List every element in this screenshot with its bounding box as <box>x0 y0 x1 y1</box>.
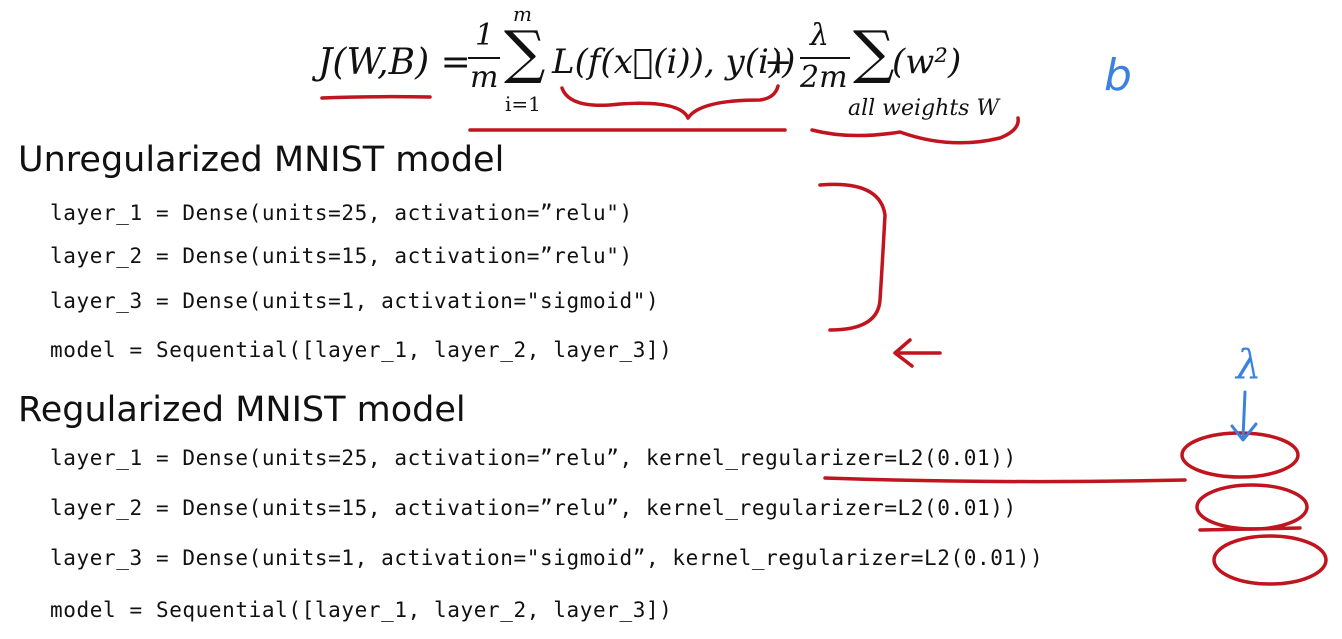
loss-term: L(f(x⃗(i)), y(i)) <box>552 42 796 82</box>
sum-1-symbol: ∑ <box>504 18 546 86</box>
heading-regularized: Regularized MNIST model <box>18 390 466 430</box>
fraction-1-denominator: m <box>470 60 499 95</box>
code-line-reg-3: layer_3 = Dense(units=1, activation="sig… <box>50 546 1044 570</box>
bracket-unregularized <box>818 182 887 332</box>
heading-unregularized: Unregularized MNIST model <box>18 140 505 180</box>
cost-function-formula: J(W,B) = 1 m m ∑ i=1 L(f(x⃗(i)), y(i)) +… <box>300 0 1040 130</box>
fraction-1-numerator: 1 <box>475 18 495 53</box>
underline-kernel-regularizer <box>823 476 1187 484</box>
code-line-unreg-1: layer_1 = Dense(units=25, activation=”re… <box>50 201 633 225</box>
code-line-unreg-3: layer_3 = Dense(units=1, activation="sig… <box>50 289 660 313</box>
code-line-unreg-2: layer_2 = Dense(units=15, activation=”re… <box>50 244 633 268</box>
circle-lambda-2 <box>1195 483 1309 531</box>
underline-lambda-2 <box>1198 526 1302 532</box>
sum-1-lower-limit: i=1 <box>505 92 541 116</box>
lambda-arrow <box>1230 390 1258 442</box>
handwritten-b: b <box>1104 50 1132 101</box>
code-line-reg-1: layer_1 = Dense(units=25, activation=”re… <box>50 446 1017 470</box>
fraction-1-bar <box>468 57 500 59</box>
plus-sign: + <box>764 42 793 82</box>
code-line-reg-2: layer_2 = Dense(units=15, activation=”re… <box>50 496 1017 520</box>
code-line-reg-model: model = Sequential([layer_1, layer_2, la… <box>50 598 673 622</box>
formula-lhs: J(W,B) = <box>318 42 471 83</box>
fraction-2-numerator: λ <box>810 18 830 53</box>
sum-2-lower-limit: all weights W <box>848 96 1000 121</box>
fraction-2-bar <box>800 57 850 59</box>
handwritten-lambda: λ <box>1234 342 1261 388</box>
fraction-2-denominator: 2m <box>800 60 848 95</box>
sum-1-upper-limit: m <box>513 2 532 26</box>
sum-2-symbol: ∑ <box>853 18 895 86</box>
code-line-unreg-model: model = Sequential([layer_1, layer_2, la… <box>50 338 673 362</box>
regularization-term: (w²) <box>892 42 962 82</box>
circle-lambda-1 <box>1180 431 1300 479</box>
circle-lambda-3 <box>1212 534 1328 586</box>
arrow-to-model <box>893 338 942 368</box>
